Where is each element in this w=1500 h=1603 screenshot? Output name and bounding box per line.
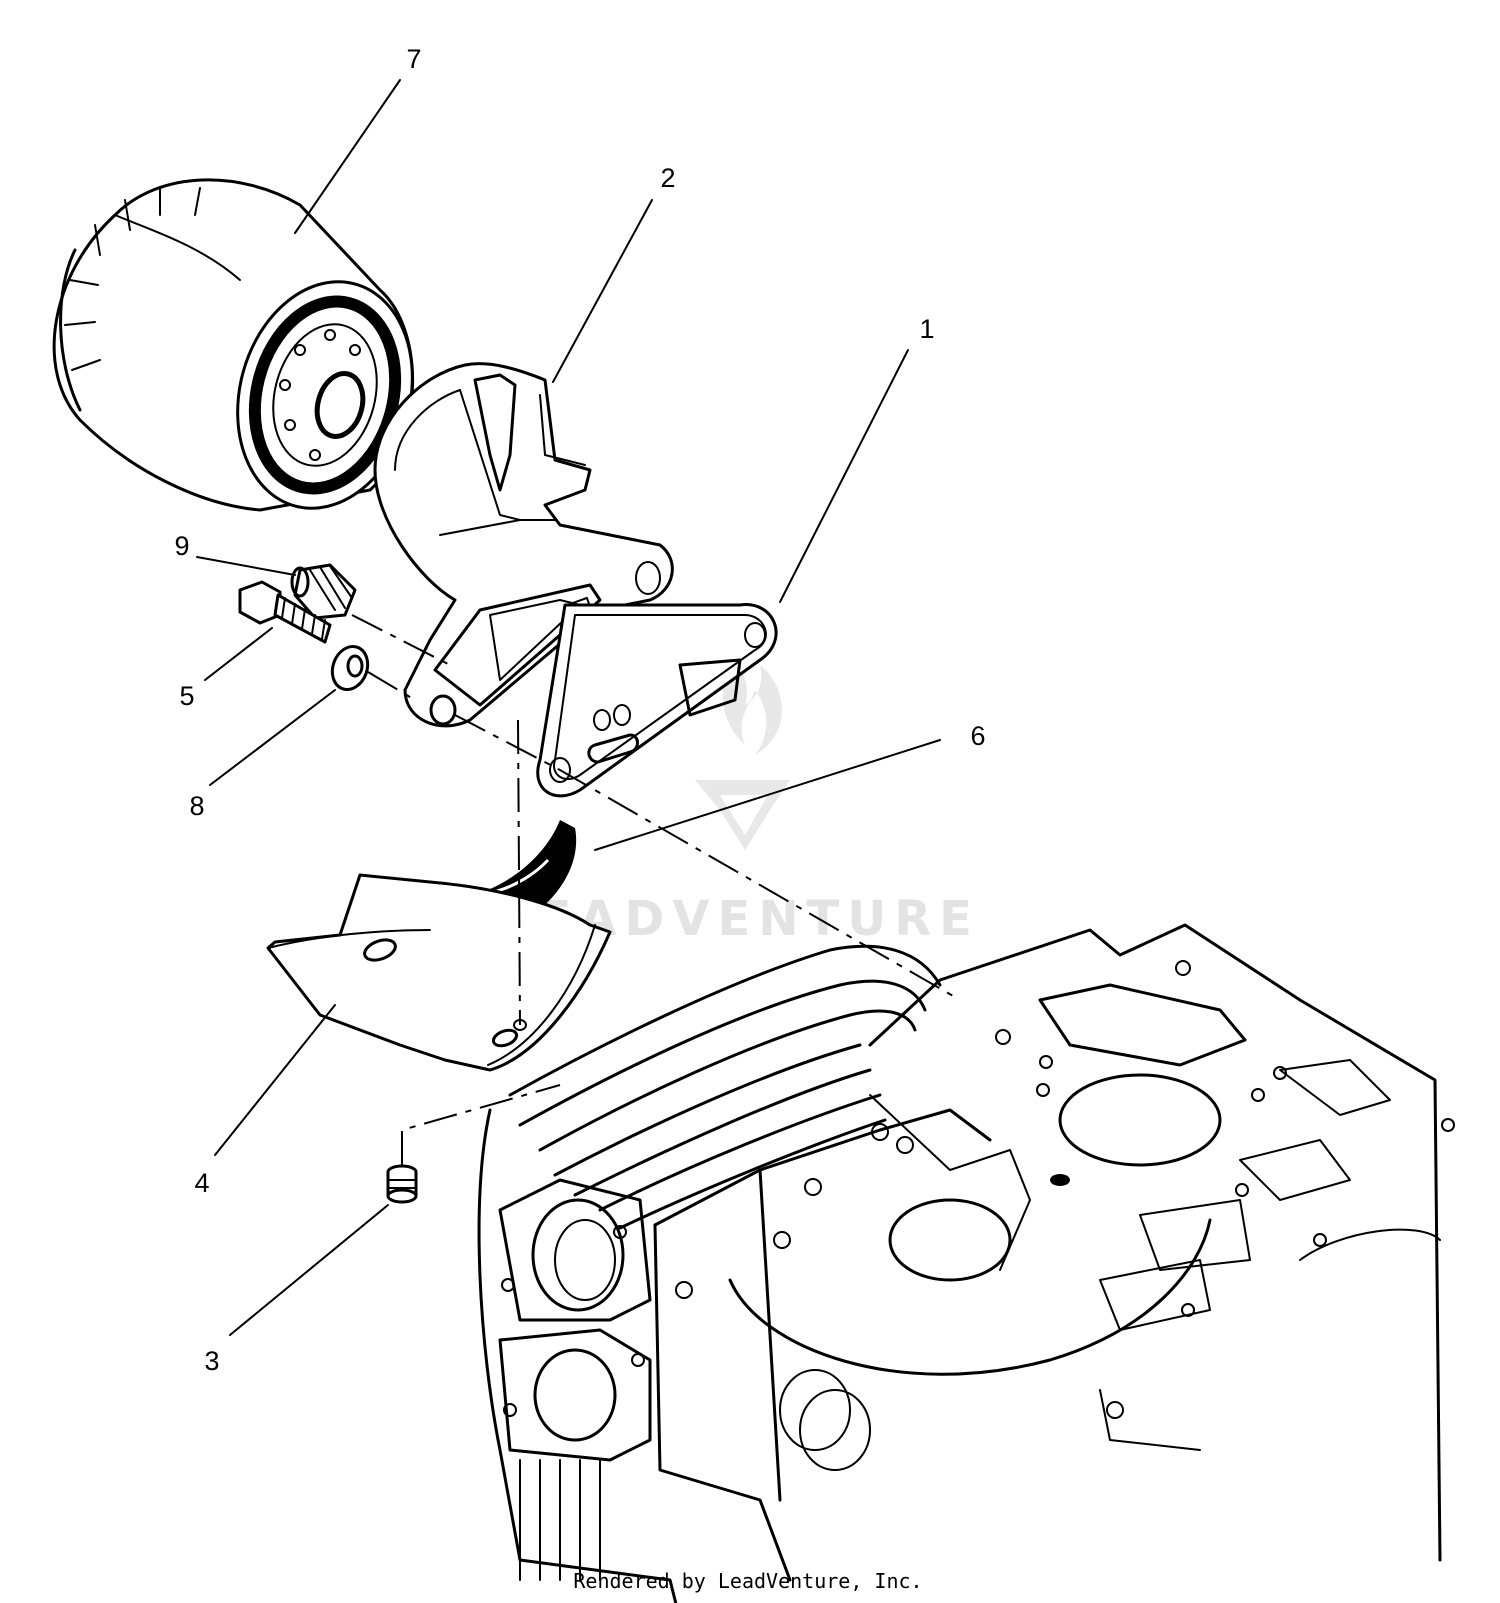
callout-4: 4	[194, 1168, 209, 1198]
engine-block	[477, 923, 1455, 1603]
callout-7: 7	[406, 44, 421, 74]
callout-6: 6	[970, 721, 985, 751]
callout-5: 5	[179, 681, 194, 711]
gasket[interactable]	[536, 603, 778, 798]
callouts: 7 2 1 9 6 5 8 4 3	[174, 44, 985, 1376]
washer[interactable]	[327, 642, 374, 695]
callout-9: 9	[174, 531, 189, 561]
callout-3: 3	[204, 1346, 219, 1376]
screw[interactable]	[386, 1164, 418, 1204]
oil-filter[interactable]	[52, 178, 437, 528]
pipe-plug[interactable]	[290, 563, 357, 620]
callout-1: 1	[919, 314, 934, 344]
assembly-lines	[351, 614, 961, 1165]
callout-8: 8	[189, 791, 204, 821]
leader-lines	[196, 79, 941, 1336]
bolt[interactable]	[238, 580, 332, 644]
callout-2: 2	[660, 163, 675, 193]
deflector-plate[interactable]	[266, 873, 612, 1072]
rendered-by-footer: Rendered by LeadVenture, Inc.	[573, 1569, 922, 1593]
filter-adapter[interactable]	[373, 362, 674, 728]
